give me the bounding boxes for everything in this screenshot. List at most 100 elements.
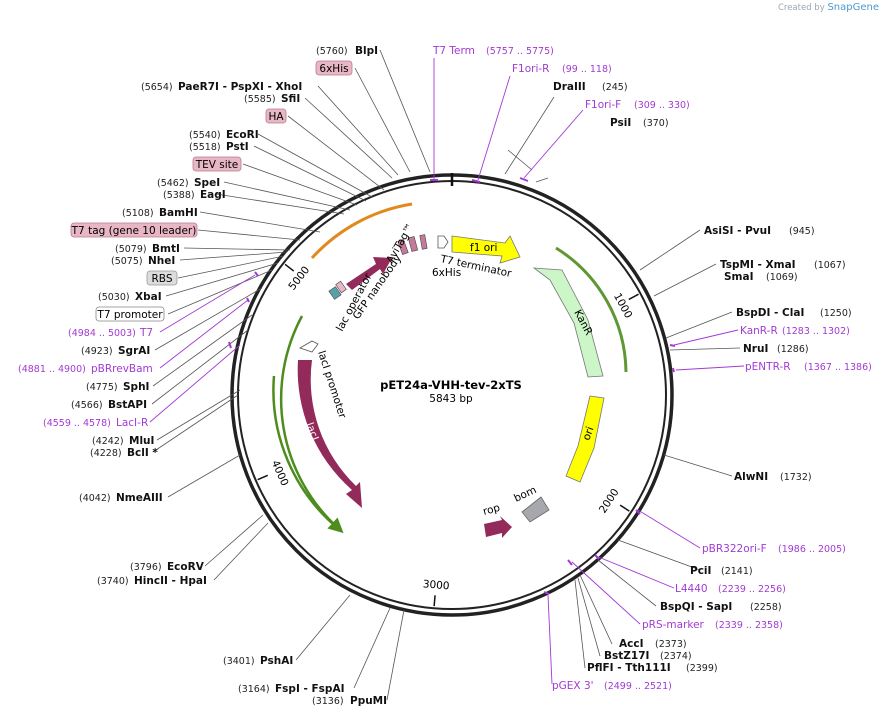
nrui-name: NruI bbox=[743, 343, 768, 355]
pshai-pos: (3401) bbox=[223, 656, 255, 667]
credit: Created by SnapGene bbox=[778, 2, 879, 13]
fspi-name: FspI - FspAI bbox=[275, 683, 345, 695]
ecorv-pos: (3796) bbox=[130, 562, 162, 573]
rop-feature bbox=[484, 516, 512, 538]
tick-mark bbox=[433, 595, 436, 607]
psti-name: PstI bbox=[226, 141, 249, 153]
mlui-name: MluI bbox=[129, 435, 154, 447]
bstz17i-pos: (2374) bbox=[660, 651, 692, 662]
pentr-r-primer-name: pENTR-R bbox=[745, 361, 791, 373]
tick-mark bbox=[257, 474, 269, 481]
bcli-name: BclI * bbox=[127, 447, 158, 459]
psii-pos: (370) bbox=[643, 118, 669, 129]
nrui-pos: (1286) bbox=[777, 344, 809, 355]
bstapi-name: BstAPI bbox=[108, 399, 147, 411]
credit-prefix: Created by bbox=[777, 3, 825, 13]
bamhi-pos: (5108) bbox=[122, 208, 154, 219]
fspi-pos: (3164) bbox=[238, 684, 270, 695]
tick-label: 3000 bbox=[422, 578, 450, 592]
bamhi-name: BamHI bbox=[159, 207, 198, 219]
sphi-name: SphI bbox=[123, 381, 149, 393]
acci-name: AccI bbox=[619, 638, 643, 650]
sfii-name: SfiI bbox=[281, 93, 300, 105]
feature-tag-t7-tag: T7 tag (gene 10 leader) bbox=[70, 222, 198, 238]
ppumi-name: PpuMI bbox=[350, 695, 387, 707]
sfii-pos: (5585) bbox=[244, 94, 276, 105]
sapi-name: BspQI - SapI bbox=[660, 601, 732, 613]
t7-primer-name: T7 bbox=[139, 327, 153, 339]
feature-tag-ha: HA bbox=[265, 108, 287, 124]
f1-ori-feature bbox=[451, 235, 521, 264]
his-feature bbox=[419, 234, 428, 250]
ori-feature bbox=[565, 395, 605, 483]
ppumi-pos: (3136) bbox=[312, 696, 344, 707]
laci-label: lacI bbox=[303, 421, 321, 442]
rop-label: rop bbox=[482, 502, 502, 518]
bcli-pos: (4228) bbox=[90, 448, 122, 459]
sphi-pos: (4775) bbox=[86, 382, 118, 393]
smai-name: SmaI bbox=[724, 271, 754, 283]
laci-promoter-feature bbox=[299, 340, 319, 353]
laci-promoter-label: lacI promoter bbox=[315, 349, 348, 420]
bmti-pos: (5079) bbox=[115, 244, 147, 255]
nmeaiii-name: NmeAIII bbox=[116, 492, 163, 504]
psti-pos: (5518) bbox=[189, 142, 221, 153]
kanr-r-primer-name: KanR-R bbox=[740, 325, 778, 337]
tth111i-name: PflFI - Tth111I bbox=[587, 662, 671, 674]
eagi-name: EagI bbox=[200, 189, 226, 201]
tick-mark bbox=[284, 263, 295, 272]
spei-pos: (5462) bbox=[157, 178, 189, 189]
feature-tag-tev-site: TEV site bbox=[192, 156, 242, 172]
pgex3-primer-range: (2499 .. 2521) bbox=[604, 681, 672, 692]
acci-pos: (2373) bbox=[655, 639, 687, 650]
kanr-r-primer-range: (1283 .. 1302) bbox=[782, 326, 850, 337]
xbai-pos: (5030) bbox=[98, 292, 130, 303]
tag-t7promoter-text: T7 promoter bbox=[96, 309, 163, 321]
eagi-pos: (5388) bbox=[163, 190, 195, 201]
kanr-feature bbox=[532, 267, 604, 378]
plasmid-name: pET24a-VHH-tev-2xTS bbox=[380, 378, 522, 392]
nmeaiii-pos: (4042) bbox=[79, 493, 111, 504]
tag-t7tag-text: T7 tag (gene 10 leader) bbox=[71, 225, 197, 237]
clai-name: BspDI - ClaI bbox=[736, 307, 804, 319]
bstz17i-name: BstZ17I bbox=[604, 650, 649, 662]
kanr-arc bbox=[555, 246, 628, 373]
pentr-r-primer-range: (1367 .. 1386) bbox=[804, 362, 872, 373]
blpi-name: BlpI bbox=[355, 45, 378, 57]
ecori-name: EcoRI bbox=[226, 129, 259, 141]
f1ori-f-primer-range: (309 .. 330) bbox=[634, 100, 690, 111]
draiii-pos: (245) bbox=[602, 82, 628, 93]
his-label: 6xHis bbox=[432, 267, 461, 279]
rbs-feature bbox=[335, 280, 347, 294]
prs-marker-primer-name: pRS-marker bbox=[642, 619, 705, 631]
psii-name: PsiI bbox=[610, 117, 631, 129]
tag-tev-text: TEV site bbox=[195, 159, 239, 171]
lac-operator-feature bbox=[328, 286, 342, 300]
leader-lines bbox=[151, 49, 741, 701]
tev-feature bbox=[407, 236, 419, 252]
tag-rbs-text: RBS bbox=[152, 273, 173, 285]
tick-label: 2000 bbox=[597, 487, 622, 516]
f1ori-r-primer-name: F1ori-R bbox=[512, 63, 549, 75]
l4440-primer-range: (2239 .. 2256) bbox=[718, 584, 786, 595]
avitag-feature bbox=[397, 239, 409, 255]
laci-r-primer-range: (4559 .. 4578) bbox=[43, 418, 111, 429]
pbr322ori-f-primer-range: (1986 .. 2005) bbox=[778, 544, 846, 555]
tag-ha-text: HA bbox=[268, 111, 284, 123]
sgrai-name: SgrAI bbox=[118, 345, 150, 357]
f1ori-r-primer-range: (99 .. 118) bbox=[562, 64, 612, 75]
alwni-name: AlwNI bbox=[734, 471, 768, 483]
pshai-name: PshAI bbox=[260, 655, 293, 667]
orange-arc bbox=[310, 202, 413, 260]
tth111i-pos: (2399) bbox=[686, 663, 718, 674]
pgex3-primer-name: pGEX 3' bbox=[552, 680, 594, 692]
ecori-pos: (5540) bbox=[189, 130, 221, 141]
nhei-name: NheI bbox=[148, 255, 175, 267]
t7term-primer-name: T7 Term bbox=[432, 45, 475, 57]
prs-marker-primer-range: (2339 .. 2358) bbox=[715, 620, 783, 631]
laci-outer-arc bbox=[272, 375, 341, 531]
feature-tag-rbs: RBS bbox=[146, 270, 178, 286]
primer-marks bbox=[228, 177, 676, 595]
t7-terminator-feature bbox=[437, 235, 449, 249]
